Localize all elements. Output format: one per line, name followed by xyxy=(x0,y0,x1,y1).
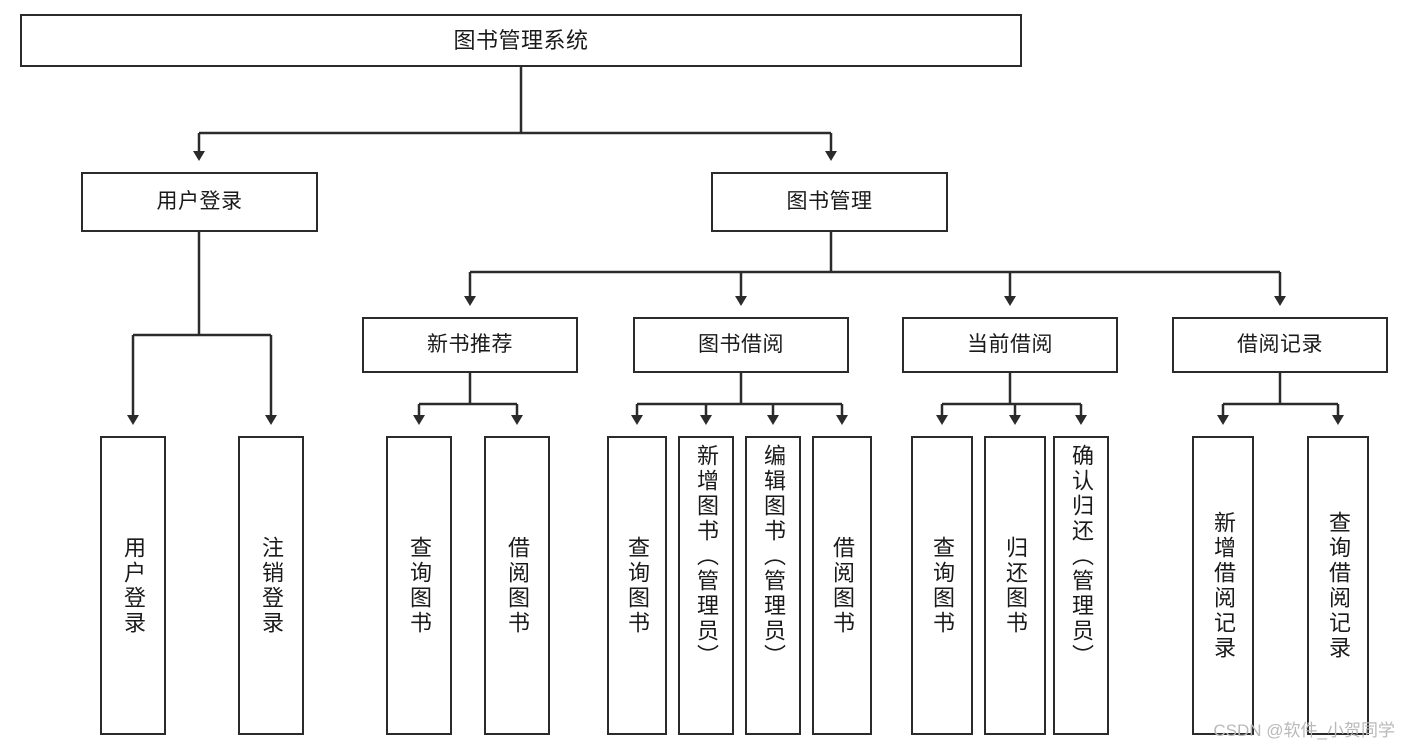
node-label: 用户登录 xyxy=(121,535,146,636)
node-label: 借阅图书 xyxy=(505,535,530,636)
leaf-query-book-borrowing[interactable]: 查询图书 xyxy=(607,436,667,735)
leaf-confirm-return-admin[interactable]: 确认归还（管理员） xyxy=(1053,436,1109,735)
leaf-user-logout[interactable]: 注销登录 xyxy=(238,436,304,735)
node-book-management-system[interactable]: 图书管理系统 xyxy=(20,14,1022,67)
node-label: 注销登录 xyxy=(259,535,284,636)
node-label: 查询图书 xyxy=(625,535,650,636)
node-label: 新增图书（管理员） xyxy=(694,444,719,669)
node-label: 归还图书 xyxy=(1003,535,1028,636)
node-label: 新增借阅记录 xyxy=(1211,510,1236,661)
node-label: 用户登录 xyxy=(156,189,243,213)
node-label: 查询图书 xyxy=(930,535,955,636)
node-book-borrowing[interactable]: 图书借阅 xyxy=(633,317,849,373)
node-label: 图书管理系统 xyxy=(453,27,589,53)
watermark-text: CSDN @软件_小贺同学 xyxy=(1213,721,1395,740)
node-book-management[interactable]: 图书管理 xyxy=(711,172,948,232)
node-label: 确认归还（管理员） xyxy=(1069,444,1094,669)
leaf-edit-book-admin[interactable]: 编辑图书（管理员） xyxy=(745,436,801,735)
leaf-borrow-book-recommendation[interactable]: 借阅图书 xyxy=(484,436,550,735)
node-label: 借阅记录 xyxy=(1237,332,1323,356)
node-user-login[interactable]: 用户登录 xyxy=(81,172,318,232)
node-new-book-recommendation[interactable]: 新书推荐 xyxy=(362,317,578,373)
leaf-query-book-recommendation[interactable]: 查询图书 xyxy=(386,436,452,735)
node-label: 新书推荐 xyxy=(427,332,513,356)
node-label: 借阅图书 xyxy=(830,535,855,636)
leaf-add-borrowing-record[interactable]: 新增借阅记录 xyxy=(1192,436,1254,735)
node-label: 查询图书 xyxy=(407,535,432,636)
leaf-return-book[interactable]: 归还图书 xyxy=(984,436,1046,735)
leaf-user-login[interactable]: 用户登录 xyxy=(100,436,166,735)
node-current-borrowing[interactable]: 当前借阅 xyxy=(902,317,1118,373)
node-label: 当前借阅 xyxy=(967,332,1053,356)
leaf-query-book-current[interactable]: 查询图书 xyxy=(911,436,973,735)
node-label: 图书借阅 xyxy=(698,332,784,356)
node-label: 查询借阅记录 xyxy=(1326,510,1351,661)
leaf-add-book-admin[interactable]: 新增图书（管理员） xyxy=(678,436,734,735)
node-label: 图书管理 xyxy=(786,189,873,213)
node-borrowing-records[interactable]: 借阅记录 xyxy=(1172,317,1388,373)
leaf-borrow-book-borrowing[interactable]: 借阅图书 xyxy=(812,436,872,735)
node-label: 编辑图书（管理员） xyxy=(761,444,786,669)
leaf-query-borrowing-record[interactable]: 查询借阅记录 xyxy=(1307,436,1369,735)
